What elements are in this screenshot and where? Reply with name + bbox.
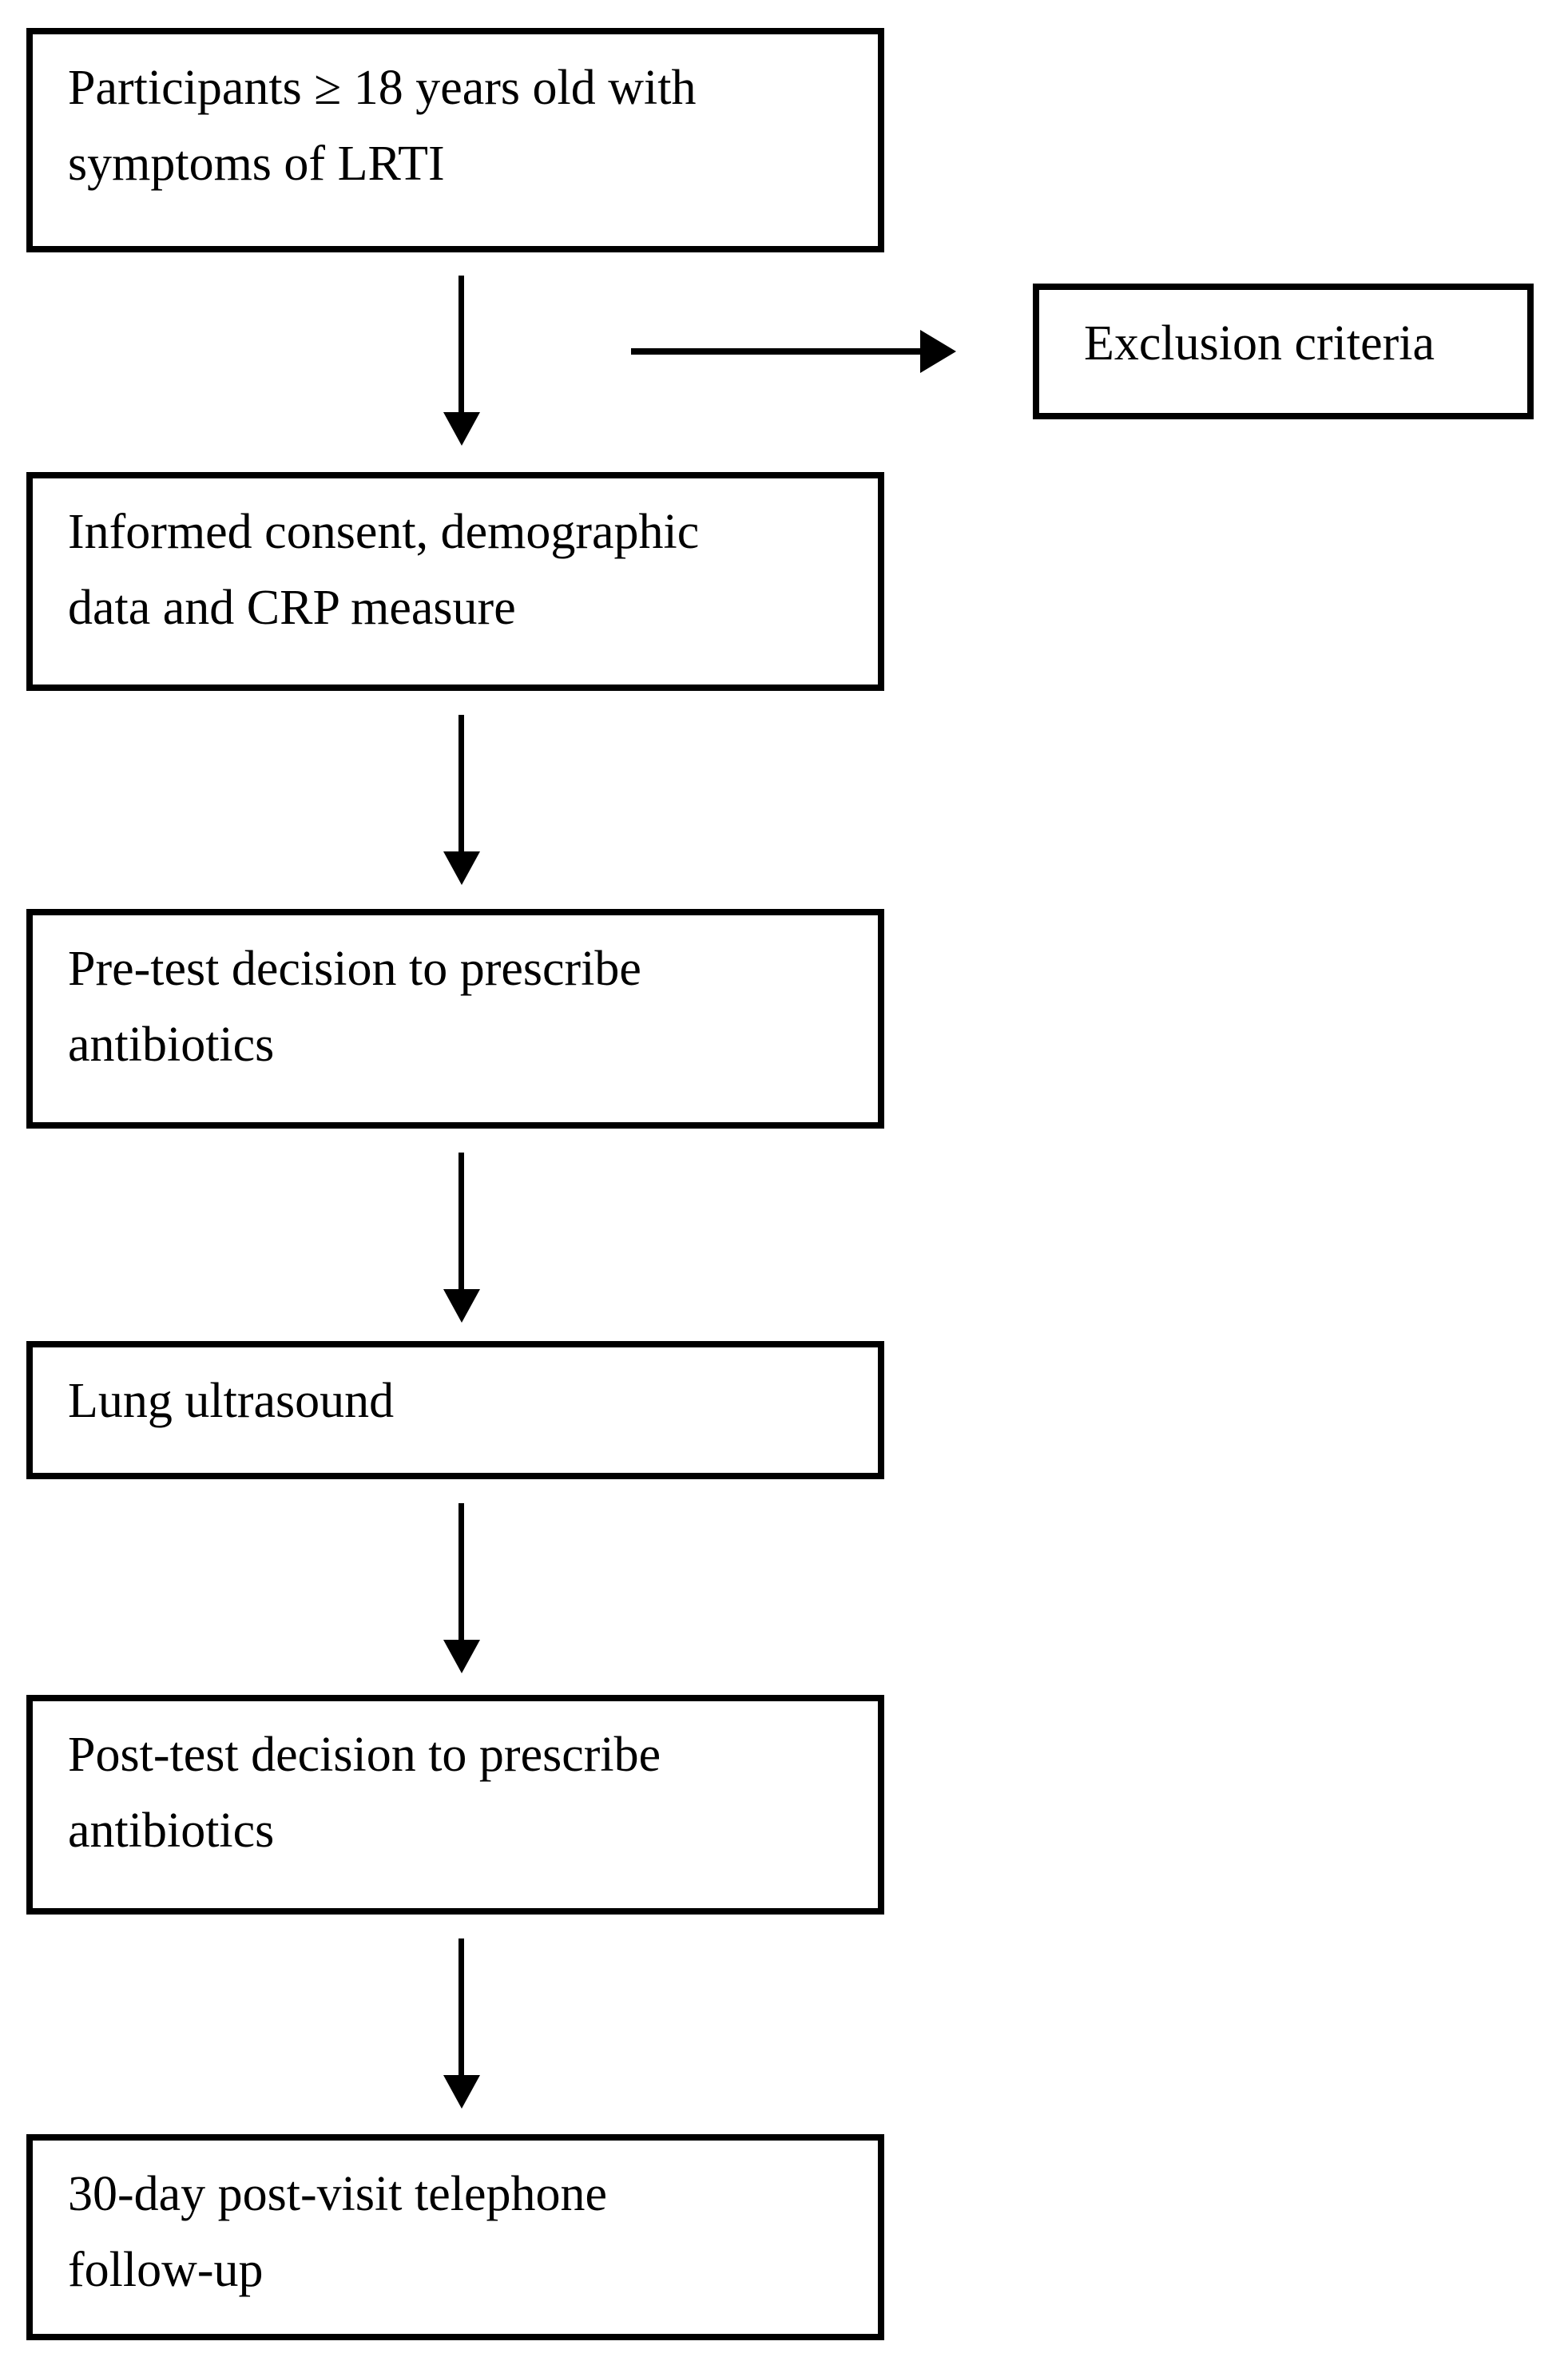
box-text-line: Exclusion criteria (1084, 316, 1435, 371)
box-text-line: Post-test decision to prescribe (68, 1728, 661, 1782)
down-arrow-shaft-1 (458, 276, 464, 412)
box-text-line: symptoms of LRTI (68, 137, 445, 191)
flow-box-exclusion-criteria: Exclusion criteria (1033, 284, 1534, 419)
box-text-line: 30-day post-visit telephone (68, 2167, 607, 2221)
flow-box-lung-ultrasound: Lung ultrasound (26, 1341, 884, 1479)
right-arrow-head (920, 330, 956, 373)
down-arrow-shaft-4 (458, 1503, 464, 1640)
flow-box-participants: Participants ≥ 18 years old with symptom… (26, 28, 884, 252)
right-arrow-shaft (631, 348, 920, 355)
flow-box-post-test-decision: Post-test decision to prescribe antibiot… (26, 1695, 884, 1915)
box-text-line: follow-up (68, 2243, 264, 2297)
down-arrow-head-3 (443, 1289, 480, 1323)
box-text-line: Lung ultrasound (68, 1374, 395, 1428)
flow-box-pre-test-decision: Pre-test decision to prescribe antibioti… (26, 909, 884, 1129)
box-text-line: Informed consent, demographic (68, 505, 700, 559)
box-text-line: data and CRP measure (68, 581, 516, 635)
flow-box-follow-up: 30-day post-visit telephone follow-up (26, 2134, 884, 2340)
box-text-line: antibiotics (68, 1018, 275, 1072)
box-text-line: Participants ≥ 18 years old with (68, 61, 697, 115)
down-arrow-head-2 (443, 851, 480, 885)
down-arrow-head-1 (443, 412, 480, 446)
down-arrow-head-5 (443, 2075, 480, 2109)
box-text-line: antibiotics (68, 1804, 275, 1858)
box-text-line: Pre-test decision to prescribe (68, 942, 641, 996)
flow-box-informed-consent: Informed consent, demographic data and C… (26, 472, 884, 691)
down-arrow-shaft-3 (458, 1153, 464, 1289)
down-arrow-shaft-5 (458, 1938, 464, 2075)
down-arrow-shaft-2 (458, 715, 464, 851)
down-arrow-head-4 (443, 1640, 480, 1673)
